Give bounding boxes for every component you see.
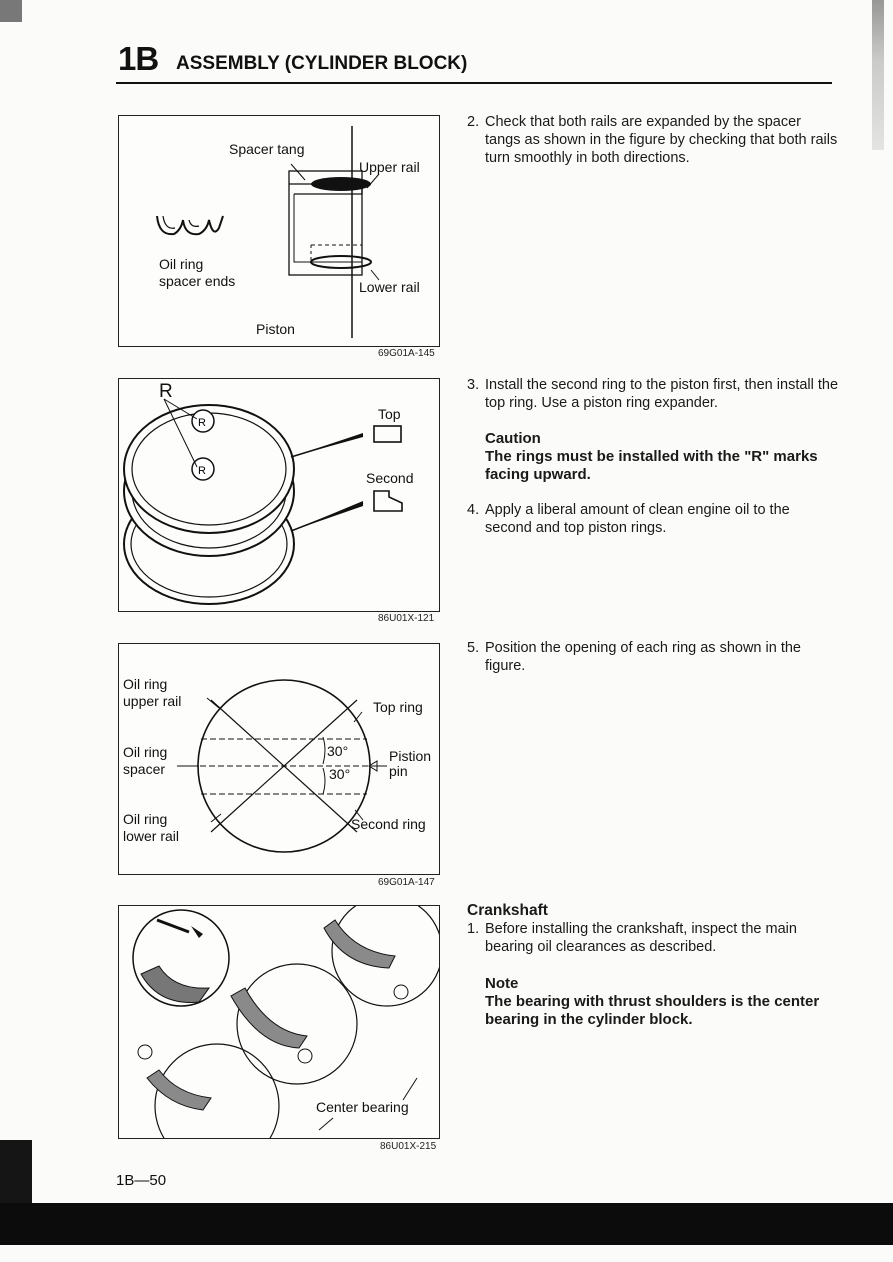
- section-number: 1B: [118, 40, 159, 77]
- step-number: 4.: [467, 502, 480, 518]
- step-text: Apply a liberal amount of clean engine o…: [485, 502, 790, 536]
- step-text: Check that both rails are expanded by th…: [485, 114, 838, 166]
- label-piston-pin: Pistion pin: [389, 748, 432, 779]
- step-2: 2. Check that both rails are expanded by…: [467, 113, 839, 167]
- figure-ring-positions: Oil ring upper rail Top ring Oil ring sp…: [118, 643, 440, 875]
- label-oil-ring-spacer-ends: Oil ring spacer ends: [159, 256, 236, 289]
- oil-ring-rails-drawing: [156, 126, 380, 338]
- label-spacer-tang: Spacer tang: [229, 141, 305, 157]
- step-item: 2. Check that both rails are expanded by…: [467, 113, 839, 167]
- step-4: 4. Apply a liberal amount of clean engin…: [467, 501, 839, 537]
- scan-edge-shadow: [872, 0, 884, 150]
- caution-block: Caution The rings must be installed with…: [467, 430, 839, 484]
- figure-piston-rings: R R R Top Second: [118, 378, 440, 612]
- page-number: 1B—50: [116, 1172, 167, 1189]
- header-rule: [116, 82, 832, 84]
- label-angle-lower: 30°: [329, 766, 351, 782]
- step-item: 3. Install the second ring to the piston…: [467, 376, 839, 412]
- step-item: 1. Before installing the crankshaft, ins…: [467, 920, 839, 956]
- label-r-mark: R: [159, 381, 173, 402]
- step-number: 1.: [467, 921, 480, 937]
- step-text: Position the opening of each ring as sho…: [485, 640, 801, 674]
- label-piston: Piston: [256, 321, 295, 337]
- step-number: 2.: [467, 114, 480, 130]
- scan-edge-shadow: [0, 1140, 32, 1210]
- piston-rings-drawing: R R: [123, 398, 403, 605]
- label-top: Top: [378, 406, 401, 422]
- step-3: 3. Install the second ring to the piston…: [467, 376, 839, 412]
- figure-code: 69G01A-147: [378, 877, 435, 888]
- label-oil-ring-lower-rail: Oil ring lower rail: [123, 811, 180, 844]
- note-block: Note The bearing with thrust shoulders i…: [467, 975, 839, 1029]
- label-oil-ring-upper-rail: Oil ring upper rail: [123, 676, 182, 709]
- step-item: 5. Position the opening of each ring as …: [467, 639, 839, 675]
- label-lower-rail: Lower rail: [359, 279, 420, 295]
- step-number: 3.: [467, 377, 480, 393]
- crankshaft-heading: Crankshaft: [467, 902, 548, 919]
- label-top-ring: Top ring: [373, 699, 423, 715]
- note-text: The bearing with thrust shoulders is the…: [485, 993, 820, 1028]
- step-item: 4. Apply a liberal amount of clean engin…: [467, 501, 839, 537]
- label-center-bearing: Center bearing: [316, 1099, 409, 1115]
- page-title: ASSEMBLY (CYLINDER BLOCK): [176, 53, 468, 74]
- step-5: 5. Position the opening of each ring as …: [467, 639, 839, 675]
- step-text: Install the second ring to the piston fi…: [485, 377, 839, 411]
- scan-bottom-bar: [0, 1203, 893, 1245]
- caution-heading: Caution: [485, 430, 541, 447]
- step-1: 1. Before installing the crankshaft, ins…: [467, 920, 839, 956]
- svg-text:R: R: [198, 417, 206, 429]
- label-oil-ring-spacer: Oil ring spacer: [123, 744, 168, 777]
- cylinder-block-bearings-drawing: [132, 906, 439, 1138]
- step-text: Before installing the crankshaft, inspec…: [485, 921, 797, 955]
- label-second-ring: Second ring: [351, 816, 426, 832]
- note-heading: Note: [485, 975, 519, 992]
- caution-text: The rings must be installed with the "R"…: [485, 448, 818, 483]
- ring-positions-drawing: [177, 679, 387, 853]
- step-number: 5.: [467, 640, 480, 656]
- figure-code: 86U01X-215: [380, 1141, 437, 1152]
- svg-text:R: R: [198, 465, 206, 477]
- figure-center-bearing: Center bearing: [118, 905, 440, 1139]
- figure-oil-ring-rails: Spacer tang Upper rail Oil ring spacer e…: [118, 115, 440, 347]
- scan-corner-mark: [0, 0, 22, 22]
- figure-code: 86U01X-121: [378, 613, 435, 624]
- figure-code: 69G01A-145: [378, 348, 435, 359]
- label-angle-upper: 30°: [327, 743, 349, 759]
- label-second: Second: [366, 470, 414, 486]
- label-upper-rail: Upper rail: [359, 159, 420, 175]
